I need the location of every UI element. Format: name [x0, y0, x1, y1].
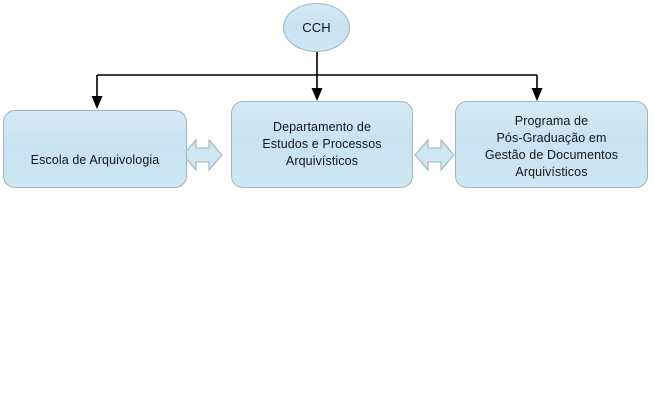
node-departamento-estudos-processos[interactable]: Departamento de Estudos e Processos Arqu… [231, 101, 413, 188]
node-cch[interactable]: CCH [283, 3, 350, 52]
node-escola-de-arquivologia[interactable]: Escola de Arquivologia [3, 110, 187, 188]
node-programa-label: Programa de Pós-Graduação em Gestão de D… [484, 114, 619, 179]
node-cch-label: CCH [302, 20, 331, 35]
bidirectional-arrow-right [414, 138, 455, 172]
node-programa-pos-graduacao[interactable]: Programa de Pós-Graduação em Gestão de D… [455, 101, 648, 188]
arrowhead-departamento [311, 88, 323, 101]
arrowhead-programa [531, 88, 543, 101]
arrowhead-escola [91, 96, 103, 109]
bidirectional-arrow-left [182, 138, 223, 172]
node-departamento-label: Departamento de Estudos e Processos Arqu… [262, 120, 382, 168]
node-escola-label: Escola de Arquivologia [30, 153, 160, 167]
